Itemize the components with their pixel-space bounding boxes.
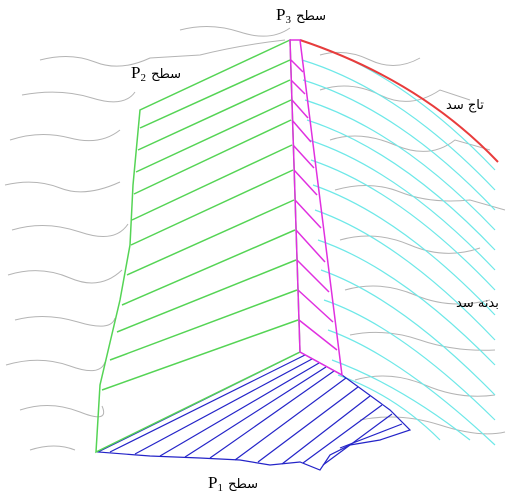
label-dam-crown-text: تاج سد [446, 98, 484, 113]
label-dam-body-text: بدنه سد [456, 296, 499, 311]
label-p2-letter: P2 [131, 63, 146, 84]
dam-body-lines [299, 39, 496, 446]
label-p1-surface: P1 سطح [208, 473, 259, 494]
label-p3-word: سطح [296, 9, 327, 24]
label-dam-crown: تاج سد [446, 96, 484, 112]
label-p3-surface: P3 سطح [276, 5, 327, 26]
p1-surface [95, 351, 412, 471]
label-p1-word: سطح [228, 477, 259, 492]
terrain-contours [4, 26, 506, 451]
label-p1-letter: P1 [208, 473, 223, 494]
label-p2-surface: P2 سطح [131, 63, 182, 84]
p2-surface [95, 38, 301, 454]
label-p2-word: سطح [151, 67, 182, 82]
label-dam-body: بدنه سد [456, 294, 499, 310]
dam-crown-line [299, 39, 499, 163]
label-p3-letter: P3 [276, 5, 291, 26]
p3-surface [289, 39, 343, 377]
